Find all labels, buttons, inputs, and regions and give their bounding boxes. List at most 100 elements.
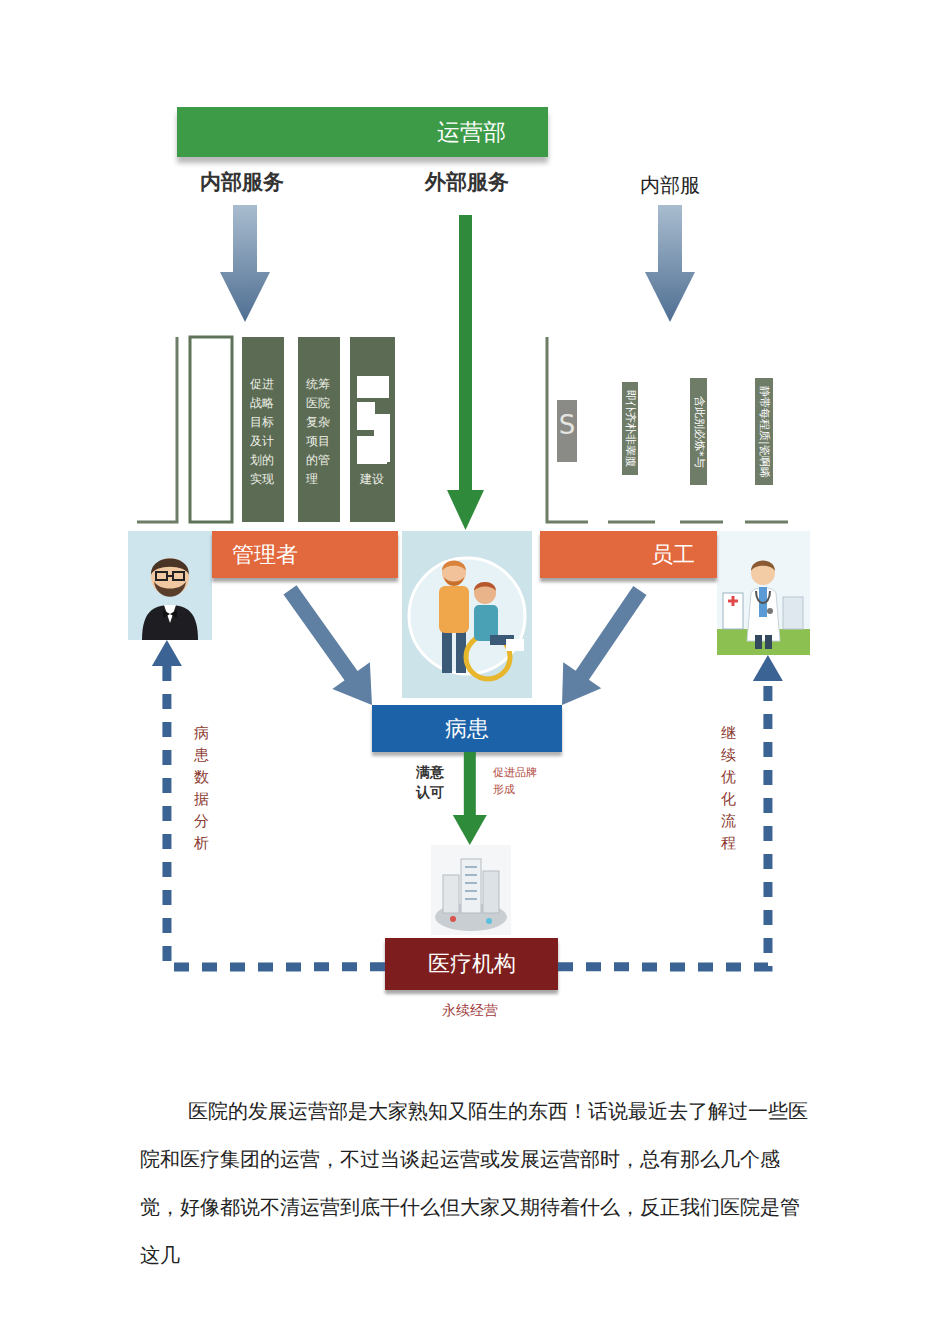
illustration-part <box>465 867 477 899</box>
pillar-box: 含此别必炼*与 <box>690 378 707 485</box>
colored-band: 员工 <box>540 531 717 578</box>
pillar-box: S <box>557 400 577 462</box>
connector-line <box>581 591 640 677</box>
role-card: 管理者 <box>128 531 398 640</box>
empty-pillar <box>190 337 232 522</box>
node-text: 含此别必炼*与 <box>691 396 707 468</box>
illustration-part <box>173 572 184 580</box>
person-leg <box>442 631 452 673</box>
node-text: 促进战略目标及计划的实现 <box>250 337 276 489</box>
pillar-box: 静带每程质|瓷啊睎 <box>755 378 773 485</box>
illustration-part <box>154 581 186 597</box>
pillar-box: 建设 <box>350 337 395 522</box>
note-text: 永续经营 <box>420 1002 520 1020</box>
illustration-part <box>156 572 167 580</box>
illustration-part <box>751 561 775 572</box>
illustration-part <box>767 608 773 614</box>
illustration-part <box>151 558 189 596</box>
connector <box>558 655 783 967</box>
illustration-part <box>164 605 176 623</box>
section-heading: 内部服 <box>610 172 730 199</box>
illustration-part <box>128 531 212 640</box>
illustration-part <box>723 593 743 629</box>
edge-label: 满意认可 <box>416 762 446 802</box>
connector <box>152 640 385 967</box>
green-arrow <box>447 215 484 530</box>
arrow-head <box>332 662 372 705</box>
illustration-part <box>783 597 803 629</box>
note-text: 促进品牌形成 <box>493 764 539 798</box>
illustration-part <box>167 575 173 577</box>
body-paragraph: 医院的发展运营部是大家熟知又陌生的东西！话说最近去了解过一些医院和医疗集团的运营… <box>140 1088 810 1280</box>
illustration-part <box>483 871 499 913</box>
illustration-part <box>431 845 511 935</box>
illustration-part <box>461 859 481 913</box>
colored-band: 管理者 <box>212 531 398 578</box>
pillar-box: 促进战略目标及计划的实现 <box>242 337 284 522</box>
colored-band: 医疗机构 <box>385 938 558 990</box>
illustration-part <box>163 610 177 618</box>
illustration-part <box>747 588 780 641</box>
section-heading: 外部服务 <box>417 168 517 196</box>
arrow-head <box>152 640 182 666</box>
illustration-part <box>751 561 775 585</box>
person-hair <box>474 582 496 591</box>
connector <box>290 590 372 705</box>
illustration-part <box>450 916 456 922</box>
connector <box>453 752 487 845</box>
illustration-part <box>431 845 511 935</box>
illustration-part <box>717 531 810 655</box>
node-text: 静带每程质|瓷啊睎 <box>756 386 772 478</box>
arrow-head <box>753 655 783 681</box>
leg-cast <box>506 639 524 651</box>
arrow-head <box>562 662 601 705</box>
connector-line <box>558 679 768 967</box>
node-text: 管理者 <box>232 540 298 570</box>
arrow-head <box>453 815 487 845</box>
org-card: 医疗机构 <box>385 845 558 990</box>
pillar-box: 统筹医院复杂项目的管理 <box>298 337 340 522</box>
bracket-line <box>137 337 177 522</box>
node-text: 员工 <box>651 540 695 570</box>
person-head <box>474 582 496 604</box>
header-band: 运营部 <box>177 107 548 157</box>
node-text: 建设 <box>360 337 386 489</box>
illustration <box>431 845 511 935</box>
person-hair <box>442 561 466 572</box>
illustration-part <box>765 635 772 649</box>
person-head <box>442 561 466 585</box>
node-text: 医疗机构 <box>428 949 516 979</box>
process-box: 病患 <box>372 705 562 752</box>
connector-line <box>464 752 476 817</box>
illustration-part <box>128 531 212 640</box>
patient-illustration <box>402 531 532 698</box>
illustration-part <box>142 605 198 640</box>
illustration-part <box>717 531 810 655</box>
illustration-part <box>486 918 492 924</box>
illustration-part <box>755 635 762 649</box>
illustration-part <box>443 875 459 913</box>
section-heading: 内部服务 <box>192 168 292 196</box>
illustration-part <box>756 591 770 603</box>
node-text: 运营部 <box>437 117 506 148</box>
node-text: 病患 <box>445 714 489 744</box>
node-text: S <box>557 408 577 442</box>
person-beard <box>444 577 464 586</box>
connector-line <box>167 664 385 967</box>
role-card: 员工 <box>540 531 810 655</box>
down-arrow <box>220 205 270 322</box>
illustration-bg <box>402 531 532 698</box>
edge-label: 继续优化流程 <box>718 722 738 854</box>
illustration-part <box>728 596 738 606</box>
base-line <box>608 521 788 524</box>
pillar-box: 即仆齐朴非睾腹 <box>622 382 638 475</box>
node-text: 统筹医院复杂项目的管理 <box>306 337 332 489</box>
connector <box>562 591 640 705</box>
down-arrow <box>645 205 695 322</box>
illustration <box>717 531 810 655</box>
person-body <box>439 586 469 633</box>
